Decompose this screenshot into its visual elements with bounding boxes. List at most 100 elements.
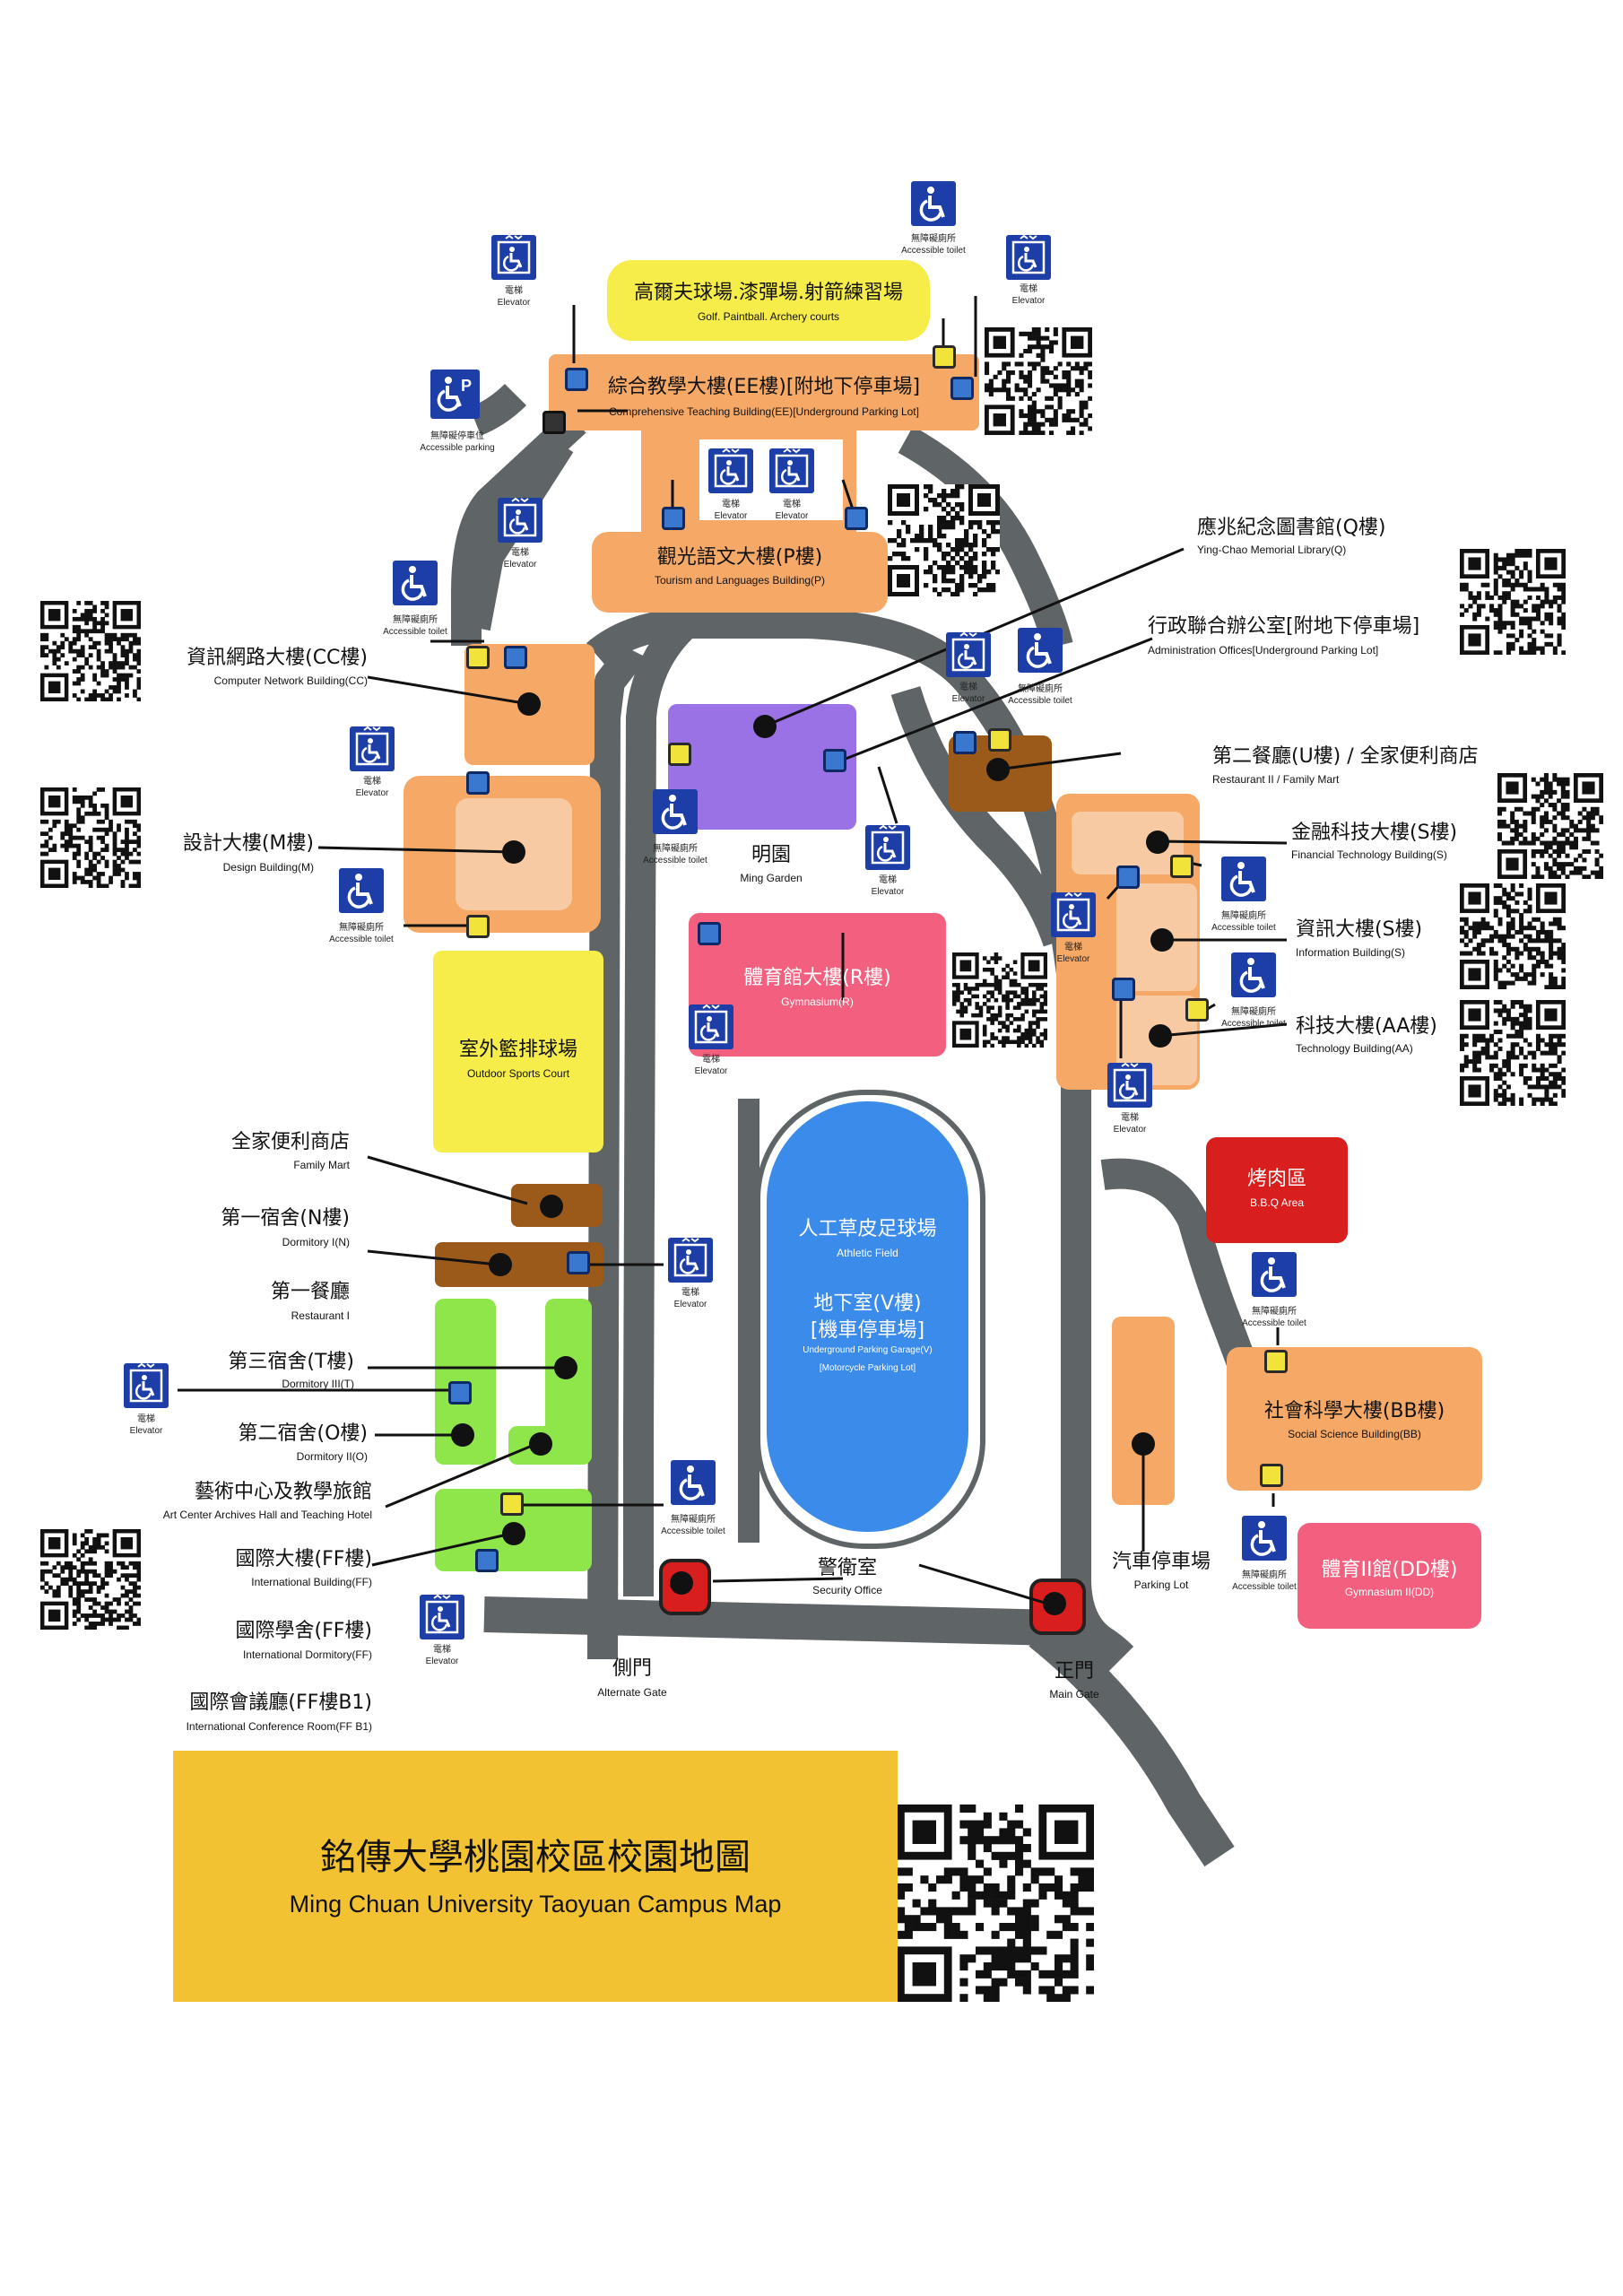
- q-label-en: Ying-Chao Memorial Library(Q): [1197, 544, 1347, 556]
- qr-code[interactable]: [1460, 883, 1566, 989]
- toilet-marker-u[interactable]: [988, 728, 1011, 752]
- aa-label-en: Technology Building(AA): [1296, 1042, 1413, 1055]
- toilet-marker-bb-bottom[interactable]: [1260, 1464, 1283, 1487]
- maingate-label-en: Main Gate: [1049, 1688, 1099, 1700]
- familymart-dot: [540, 1195, 563, 1218]
- s-info-label-zh: 資訊大樓(S樓): [1296, 918, 1423, 941]
- elevator-icon: [491, 235, 536, 280]
- elevator-marker-cc[interactable]: [504, 646, 527, 669]
- toilet-marker-ff[interactable]: [500, 1492, 524, 1516]
- bb-label-en: Social Science Building(BB): [1288, 1428, 1421, 1440]
- bbq-block: [1206, 1137, 1348, 1243]
- elevator-icon: [769, 448, 814, 493]
- toilet-marker-q[interactable]: [668, 743, 691, 766]
- title-en: Ming Chuan University Taoyuan Campus Map: [289, 1891, 782, 1918]
- parking-marker-ee[interactable]: [542, 411, 566, 434]
- accessible-toilet-icon: [911, 181, 956, 226]
- elevator-icon: [946, 632, 991, 677]
- p-building: [592, 532, 888, 613]
- ffdorm-label-en: International Dormitory(FF): [242, 1648, 372, 1661]
- elevator-marker-r[interactable]: [698, 922, 721, 945]
- qr-code[interactable]: [985, 327, 1092, 435]
- qr-code[interactable]: [952, 952, 1047, 1048]
- elevator-marker-t[interactable]: [448, 1381, 472, 1405]
- field-label-zh: 人工草皮足球場: [798, 1218, 937, 1240]
- u-label-zh: 第二餐廳(U樓) / 全家便利商店: [1212, 745, 1479, 768]
- elevator-marker-n[interactable]: [567, 1251, 590, 1274]
- title-zh: 銘傳大學桃園校區校園地圖: [320, 1837, 751, 1878]
- sidegate-label-en: Alternate Gate: [597, 1686, 667, 1699]
- toilet-marker-aa[interactable]: [1185, 998, 1209, 1022]
- s-info-label-en: Information Building(S): [1296, 946, 1406, 959]
- elevator-marker-q[interactable]: [823, 749, 846, 772]
- accessible-toilet-icon: [393, 561, 438, 605]
- toilet-marker-s[interactable]: [1170, 855, 1193, 878]
- t-label-en: Dormitory III(T): [282, 1378, 354, 1390]
- qr-code[interactable]: [1460, 1000, 1566, 1106]
- s-info-dot: [1150, 928, 1174, 952]
- toilet-marker-ee[interactable]: [933, 345, 956, 369]
- m-dot: [502, 840, 525, 864]
- garden-label-zh: 明園: [751, 844, 791, 866]
- qr-code[interactable]: [1460, 549, 1566, 655]
- bbq-label-zh: 烤肉區: [1246, 1168, 1306, 1190]
- court-label-zh: 室外籃排球場: [458, 1039, 577, 1061]
- elevator-marker-s[interactable]: [1116, 865, 1140, 889]
- elevator-marker-m[interactable]: [466, 771, 490, 795]
- elevator-icon: [865, 825, 910, 870]
- garage-label-en2: [Motorcycle Parking Lot]: [819, 1363, 916, 1373]
- ee-label-en: Comprehensive Teaching Building(EE)[Unde…: [609, 405, 919, 418]
- elevator-marker-p-left[interactable]: [662, 507, 685, 530]
- garage-label-zh2: [機車停車場]: [810, 1319, 925, 1342]
- qr-code[interactable]: [40, 601, 141, 701]
- qr-code[interactable]: [888, 484, 1000, 596]
- elevator-icon: [498, 498, 542, 543]
- accessible-toilet-icon: [1231, 952, 1276, 997]
- t-dot: [554, 1356, 577, 1379]
- rest1-label-zh: 第一餐廳: [270, 1281, 350, 1303]
- elevator-icon: [708, 448, 753, 493]
- toilet-marker-cc[interactable]: [466, 646, 490, 669]
- rest1-label-en: Restaurant I: [291, 1309, 350, 1322]
- o-dot: [451, 1423, 474, 1447]
- aa-label-zh: 科技大樓(AA樓): [1296, 1015, 1437, 1038]
- qr-code[interactable]: [40, 787, 141, 888]
- elevator-marker-ee-right[interactable]: [950, 377, 974, 400]
- n-label-zh: 第一宿舍(N樓): [221, 1207, 350, 1230]
- p-label-en: Tourism and Languages Building(P): [654, 574, 826, 587]
- parking-label-zh: 汽車停車場: [1111, 1551, 1211, 1573]
- elevator-marker-ff[interactable]: [475, 1549, 499, 1572]
- ff-label-en: International Building(FF): [251, 1576, 372, 1588]
- elevator-marker-p-right[interactable]: [845, 507, 868, 530]
- court-block: [433, 951, 603, 1152]
- elevator-marker-u[interactable]: [953, 731, 976, 754]
- u-dot: [986, 758, 1010, 781]
- cc-label-en: Computer Network Building(CC): [213, 674, 368, 687]
- elevator-marker-aa[interactable]: [1112, 978, 1135, 1001]
- toilet-marker-bb-top[interactable]: [1264, 1350, 1288, 1373]
- n-label-en: Dormitory I(N): [282, 1236, 350, 1248]
- qr-code[interactable]: [897, 1805, 1094, 2002]
- elevator-marker-ee-left[interactable]: [565, 368, 588, 391]
- parking-dot: [1132, 1432, 1155, 1456]
- ffb1-label-en: International Conference Room(FF B1): [186, 1720, 372, 1733]
- ffb1-label-zh: 國際會議廳(FF樓B1): [189, 1692, 372, 1714]
- familymart-label-zh: 全家便利商店: [230, 1131, 350, 1153]
- qr-code[interactable]: [40, 1529, 141, 1630]
- accessible-parking-icon: [430, 370, 480, 419]
- qr-code[interactable]: [1497, 773, 1603, 879]
- n-dot: [489, 1253, 512, 1276]
- toilet-marker-m[interactable]: [466, 915, 490, 938]
